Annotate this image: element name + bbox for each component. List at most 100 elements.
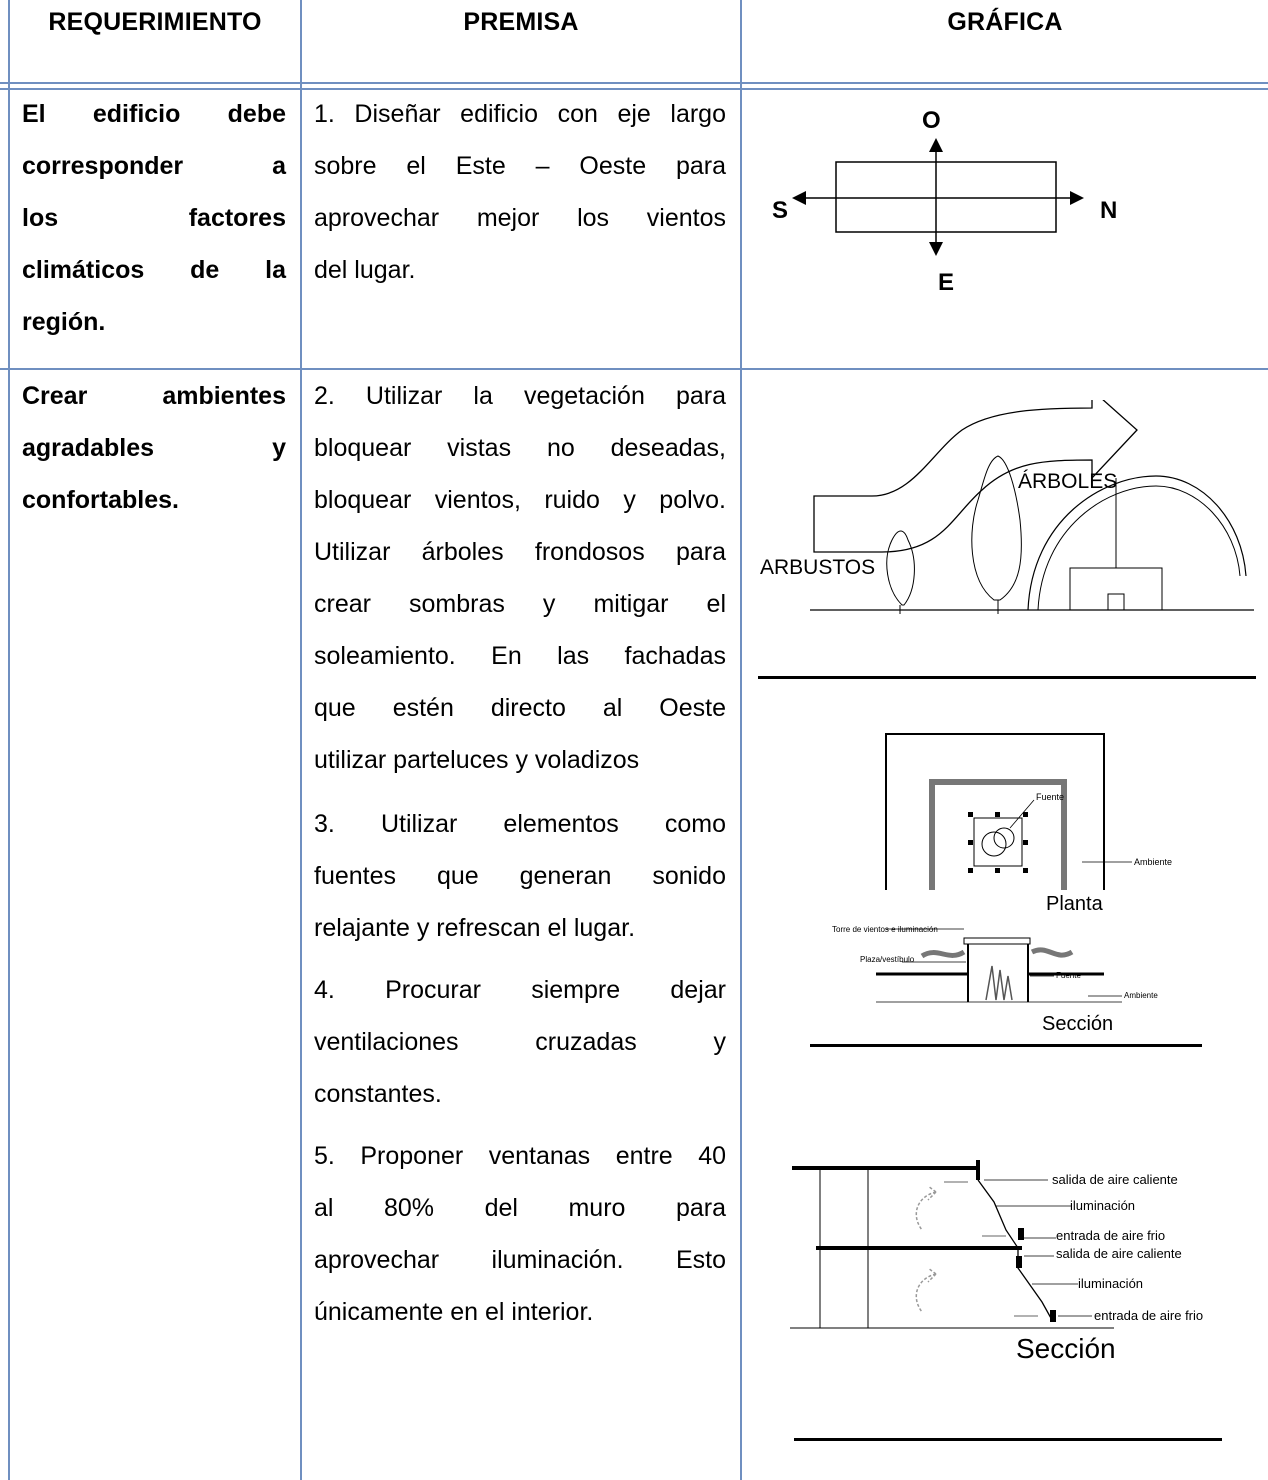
wind-icon (1030, 947, 1074, 958)
row-divider (0, 88, 1268, 90)
label-light-2: iluminación (1078, 1276, 1143, 1291)
post (995, 868, 1000, 873)
premise-line: únicamente en el interior. (314, 1298, 594, 1326)
house-door (1107, 593, 1125, 611)
column-divider (8, 0, 10, 1480)
post (1023, 868, 1028, 873)
canopy-arc (1027, 475, 1247, 611)
label-ambient-section: Ambiente (1124, 991, 1158, 1000)
column-divider (740, 0, 742, 1480)
canopy-arc-inner (1037, 485, 1241, 611)
premise-line: relajante y refrescan el lugar. (314, 914, 636, 942)
shrub-icon (886, 530, 915, 606)
arrow-west-icon (929, 138, 943, 152)
premise-line: del lugar. (314, 256, 416, 284)
label-plaza: Plaza/vestíbulo (860, 955, 915, 964)
premise-line: Utilizar árboles frondosos para (314, 538, 726, 566)
requirement-1: El edificio debe corresponder a los fact… (22, 88, 286, 348)
plan-title: Planta (1046, 893, 1104, 915)
header-graphic: GRÁFICA (947, 8, 1063, 36)
plan-inner-frame (929, 779, 1067, 890)
figure-separator (758, 676, 1256, 679)
label-fountain-plan: Fuente (1036, 792, 1064, 802)
tree-icon (971, 455, 1022, 601)
arrow-east-icon (929, 242, 943, 256)
windows-section-title: Sección (1016, 1333, 1116, 1364)
wind-icon (920, 949, 966, 959)
premise-line: 2. Utilizar la vegetación para (314, 382, 726, 410)
premise-line: bloquear vientos, ruido y polvo. (314, 486, 726, 514)
label-hot-air-out-1: salida de aire caliente (1052, 1172, 1178, 1187)
vent (1050, 1310, 1056, 1322)
post (1023, 840, 1028, 845)
label-north: N (1100, 197, 1117, 224)
building-footprint (835, 161, 1057, 233)
requirement-line: corresponder a (22, 152, 286, 180)
window-upper (977, 1179, 1019, 1249)
requirement-2: Crear ambientes agradables y confortable… (22, 370, 286, 526)
premise-line: utilizar parteluces y voladizos (314, 746, 640, 774)
wind-arrow-icon (813, 400, 1138, 553)
label-west: O (922, 107, 941, 134)
house-icon (1069, 567, 1163, 611)
label-shrubs: ARBUSTOS (760, 556, 875, 579)
requirement-line: climáticos de la (22, 256, 286, 284)
requirement-line: región. (22, 308, 106, 336)
premise-line: fuentes que generan sonido (314, 862, 726, 890)
label-ambient-plan: Ambiente (1134, 857, 1172, 867)
label-trees: ÁRBOLES (1018, 470, 1117, 493)
premise-line: al 80% del muro para (314, 1194, 726, 1222)
fountain-ring (993, 827, 1015, 849)
premise-line: 4. Procurar siempre dejar (314, 976, 726, 1004)
air-circulation-icon (915, 1267, 937, 1313)
windows-section-diagram: salida de aire caliente iluminación entr… (790, 1160, 1203, 1364)
window-lower (1017, 1250, 1053, 1321)
post (995, 812, 1000, 817)
requirement-line: confortables. (22, 486, 179, 514)
figure-separator (810, 1044, 1202, 1047)
column-divider (300, 0, 302, 1480)
requirement-line: los factores (22, 204, 286, 232)
requirement-line: agradables y (22, 434, 286, 462)
premise-line: bloquear vistas no deseadas, (314, 434, 726, 462)
premise-line: 1. Diseñar edificio con eje largo (314, 100, 726, 128)
leader-line (1009, 799, 1035, 829)
premise-5: 5. Proponer ventanas entre 40 al 80% del… (314, 1130, 726, 1338)
premise-line: aprovechar iluminación. Esto (314, 1246, 726, 1274)
premise-line: sobre el Este – Oeste para (314, 152, 726, 180)
post (968, 868, 973, 873)
premise-line: soleamiento. En las fachadas (314, 642, 726, 670)
label-cold-air-in-2: entrada de aire frio (1094, 1308, 1203, 1323)
label-south: S (772, 197, 788, 224)
vegetation-diagram: ÁRBOLES ARBUSTOS (760, 400, 1254, 614)
section-title: Sección (1042, 1013, 1113, 1035)
fountain-spray-icon (985, 965, 1013, 1001)
premise-1: 1. Diseñar edificio con eje largo sobre … (314, 88, 726, 296)
label-light-1: iluminación (1070, 1198, 1135, 1213)
row-divider (0, 368, 1268, 370)
vent (1018, 1228, 1024, 1240)
premise-line: constantes. (314, 1080, 442, 1108)
plan-wall-top (885, 733, 1105, 740)
post (968, 812, 973, 817)
arrow-south-icon (792, 191, 806, 205)
air-circulation-icon (915, 1185, 937, 1231)
vent (1016, 1256, 1022, 1268)
post (1023, 812, 1028, 817)
label-fountain-section: Fuente (1056, 971, 1081, 980)
premise-3: 3. Utilizar elementos como fuentes que g… (314, 798, 726, 954)
label-cold-air-in-1: entrada de aire frio (1056, 1228, 1165, 1243)
premise-2: 2. Utilizar la vegetación para bloquear … (314, 370, 726, 786)
fountain-icon (981, 831, 1007, 857)
premise-line: crear sombras y mitigar el (314, 590, 726, 618)
premise-line: 3. Utilizar elementos como (314, 810, 726, 838)
fountain-diagram: Fuente Ambiente Planta Torre de vientos … (832, 733, 1172, 1035)
requirement-line: Crear ambientes (22, 382, 286, 410)
premise-line: 5. Proponer ventanas entre 40 (314, 1142, 726, 1170)
figure-separator (794, 1438, 1222, 1441)
arrow-north-icon (1070, 191, 1084, 205)
post (968, 840, 973, 845)
requirement-line: El edificio debe (22, 100, 286, 128)
tower-roof (963, 937, 1031, 945)
row-divider (0, 82, 1268, 84)
